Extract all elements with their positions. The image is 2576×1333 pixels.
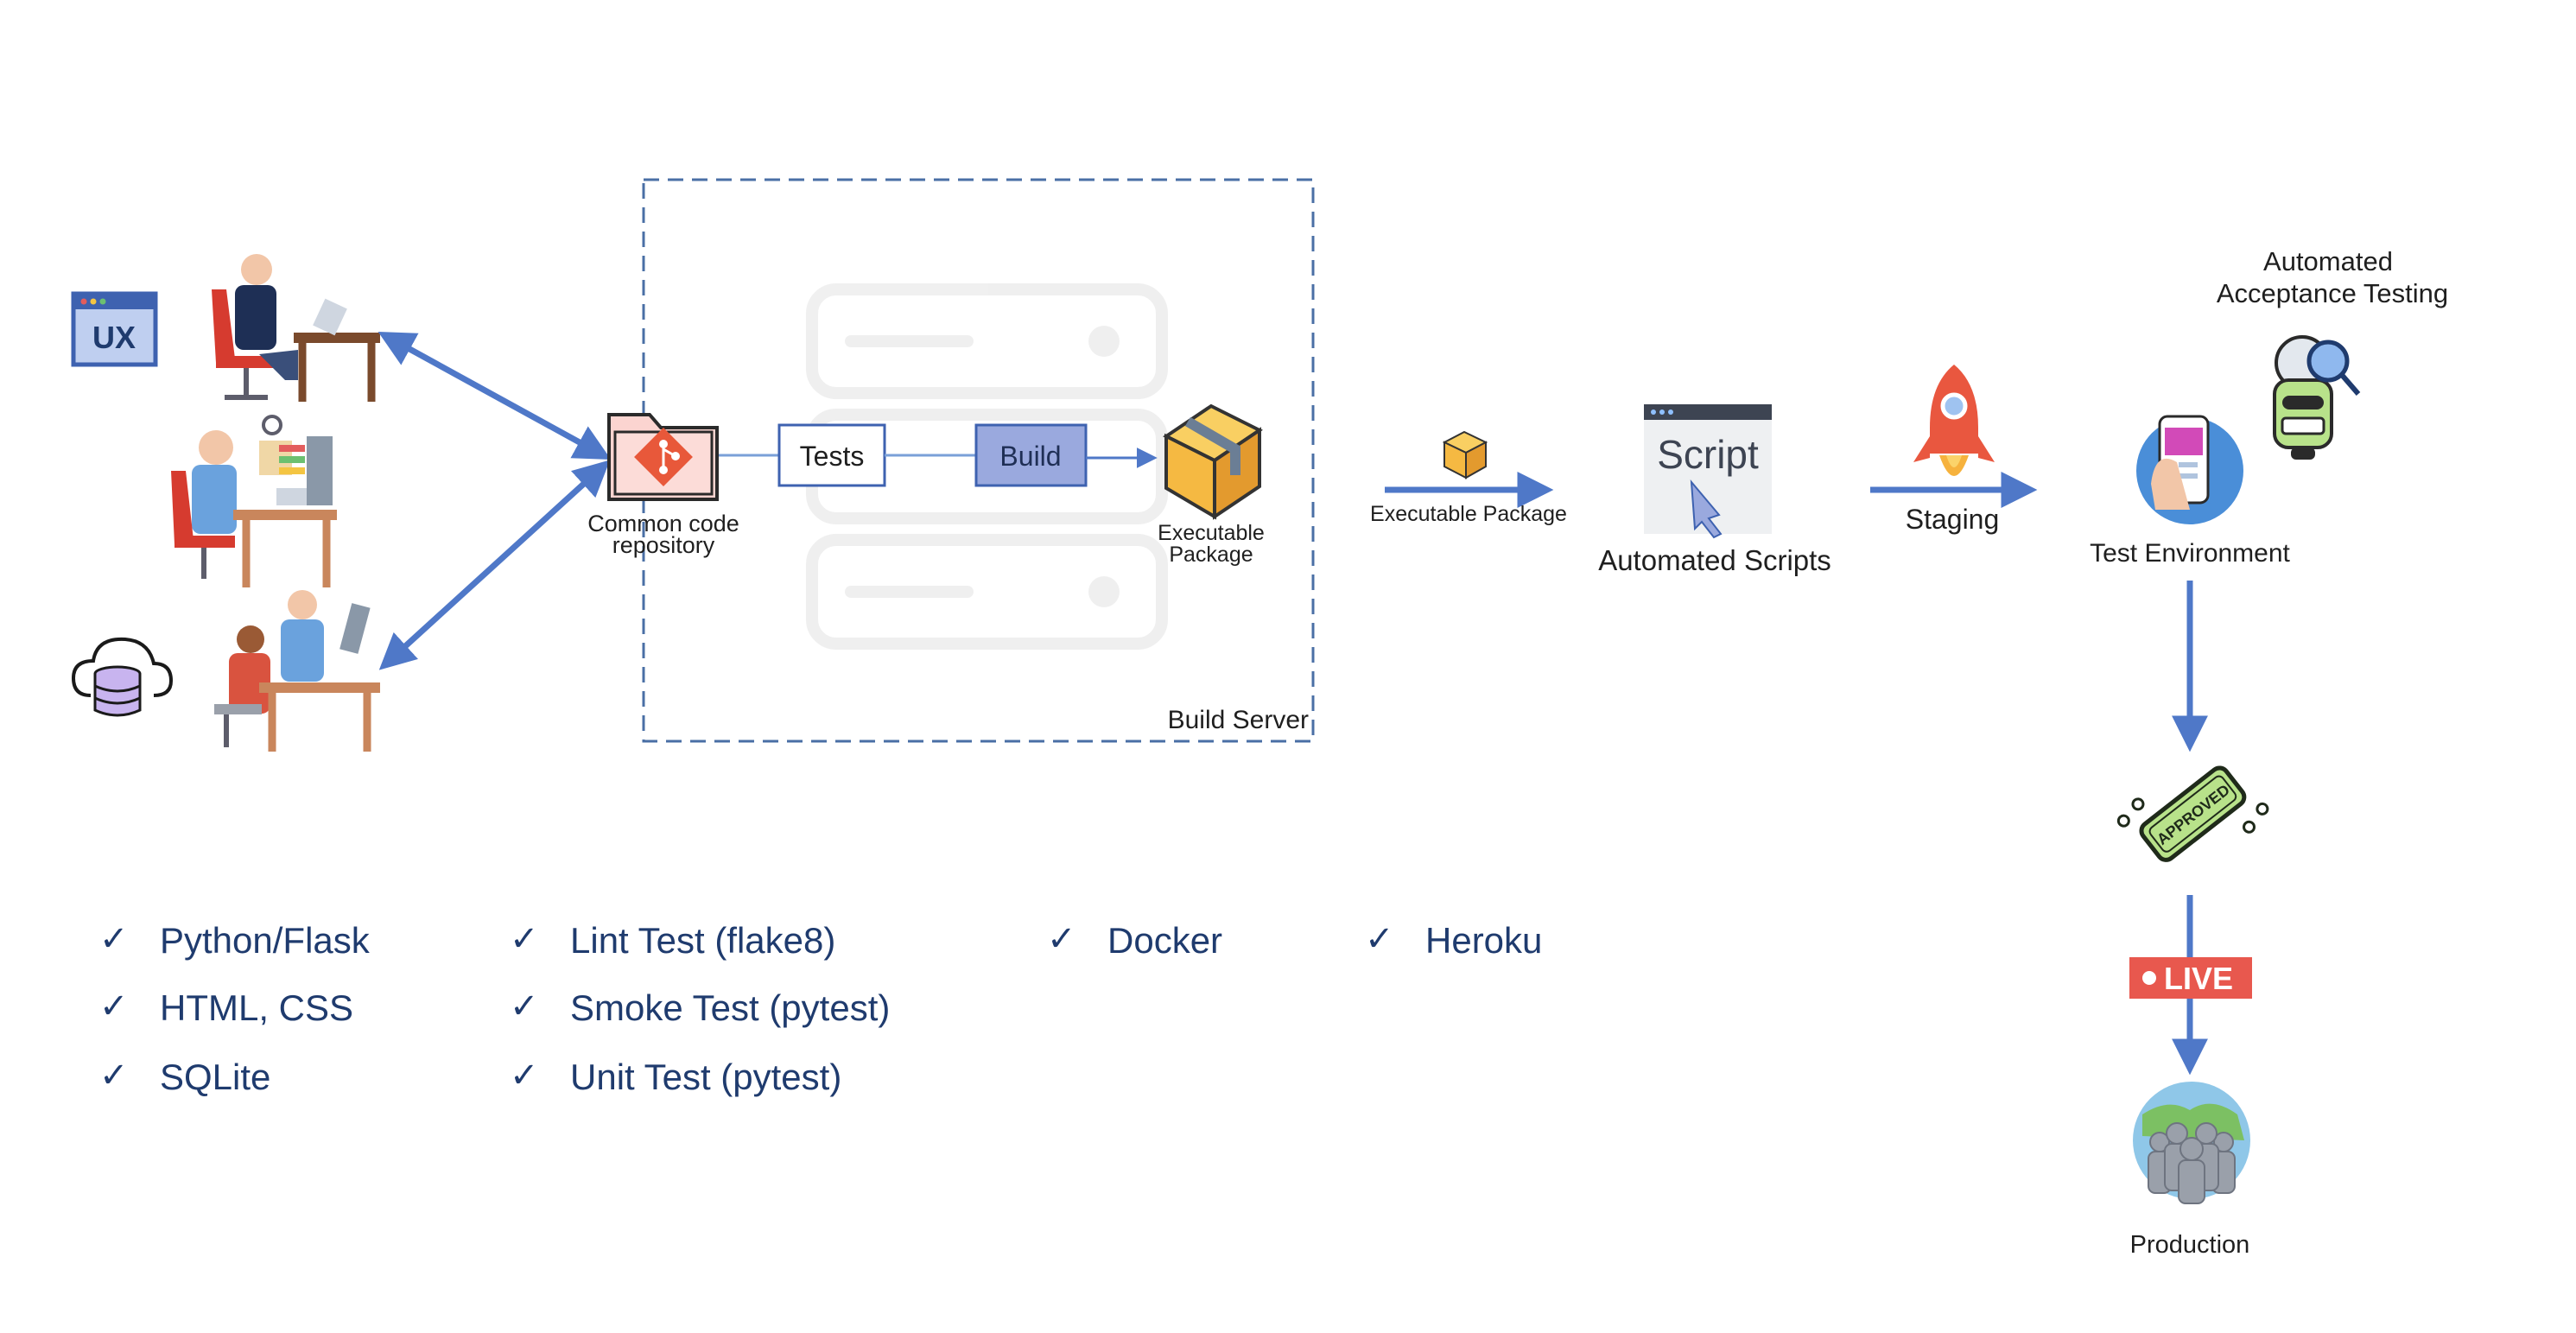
tech-item: Python/Flask	[160, 920, 371, 961]
tech-list-col-2: ✓ Lint Test (flake8) ✓ Smoke Test (pytes…	[510, 920, 890, 1097]
automated-scripts-label: Automated Scripts	[1598, 544, 1831, 576]
script-window-icon: Script	[1644, 404, 1772, 539]
check-mark: ✓	[99, 1057, 129, 1095]
check-mark: ✓	[99, 987, 129, 1025]
production-label: Production	[2130, 1231, 2250, 1259]
acceptance-label-line1: Automated	[2263, 246, 2393, 276]
check-mark: ✓	[1047, 920, 1076, 958]
arrow-dev1-repo	[378, 331, 612, 460]
server-rack-icon	[806, 283, 1168, 650]
small-package-icon	[1442, 430, 1488, 479]
tech-item: SQLite	[160, 1057, 270, 1097]
rocket-icon	[1913, 365, 1995, 476]
check-mark: ✓	[1365, 920, 1394, 958]
live-text: LIVE	[2164, 961, 2233, 996]
tech-item: Heroku	[1425, 920, 1542, 961]
check-mark: ✓	[510, 987, 539, 1025]
check-mark: ✓	[510, 920, 539, 958]
tech-list-col-1: ✓ Python/Flask ✓ HTML, CSS ✓ SQLite	[99, 920, 371, 1097]
test-env-label: Test Environment	[2090, 539, 2290, 568]
script-icon-text: Script	[1657, 432, 1759, 477]
tech-item: Unit Test (pytest)	[570, 1057, 841, 1097]
check-mark: ✓	[99, 920, 129, 958]
repo-label-line2: repository	[612, 532, 715, 558]
package-box-icon	[1163, 403, 1263, 520]
repo-label-line1: Common code	[587, 511, 739, 536]
exec-package-arrow-label: Executable Package	[1370, 502, 1567, 526]
robot-icon	[2273, 335, 2361, 460]
arrow-dev3-repo	[378, 460, 611, 670]
check-mark: ✓	[510, 1057, 539, 1095]
people-globe-icon	[2133, 1082, 2250, 1204]
staging-label: Staging	[1906, 504, 2000, 535]
database-cloud-icon	[71, 637, 174, 717]
build-server-label: Build Server	[1168, 706, 1309, 734]
developer-at-desk-icon	[171, 254, 380, 752]
tech-item: Docker	[1107, 920, 1222, 961]
tests-label: Tests	[800, 441, 865, 472]
tech-list-col-3: ✓ Docker	[1047, 920, 1222, 961]
tests-box	[777, 423, 886, 487]
tech-item: Smoke Test (pytest)	[570, 987, 890, 1028]
live-badge-icon: LIVE	[2129, 957, 2252, 999]
tech-item: Lint Test (flake8)	[570, 920, 835, 961]
acceptance-label-line2: Acceptance Testing	[2217, 278, 2448, 308]
git-folder-icon	[607, 413, 719, 501]
build-server-region: Build Server	[642, 178, 1315, 743]
tech-item: HTML, CSS	[160, 987, 353, 1028]
package-label-line1: Executable	[1158, 521, 1265, 545]
package-label-line2: Package	[1169, 543, 1253, 567]
build-label: Build	[999, 441, 1061, 472]
ux-label: UX	[92, 320, 136, 355]
ux-window-icon: UX	[71, 291, 158, 367]
build-box	[974, 423, 1088, 487]
approved-stamp-icon: APPROVED	[2116, 765, 2269, 862]
phone-test-icon	[2136, 415, 2243, 524]
tech-list-col-4: ✓ Heroku	[1365, 920, 1542, 961]
